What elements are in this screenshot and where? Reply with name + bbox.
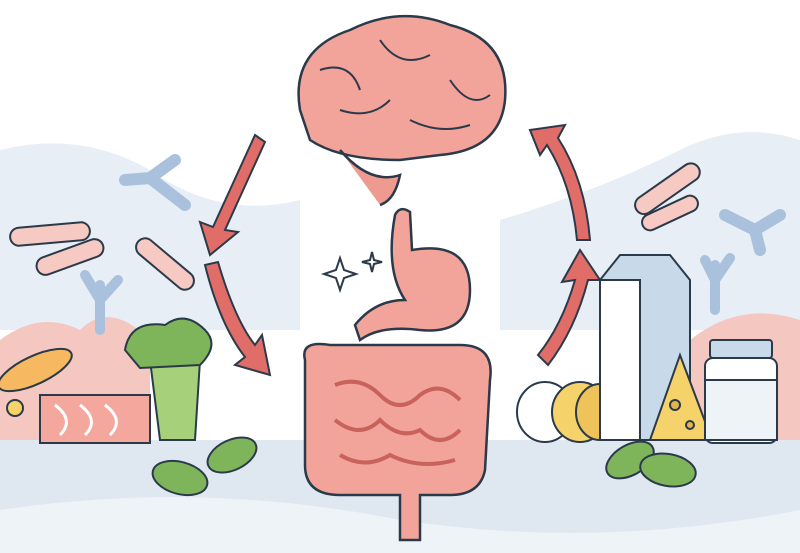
antibody-blue [119, 154, 191, 211]
leaf-icon [639, 452, 697, 488]
arrow-down-left-upper [198, 133, 267, 257]
leaf-icon [206, 436, 258, 474]
bacterium-pink [641, 194, 699, 232]
bacterium-pink [9, 221, 91, 247]
salmon-fillet [39, 394, 151, 444]
yogurt-jar [704, 339, 778, 444]
arrow-up-right-upper [528, 123, 592, 241]
shrimp [0, 347, 73, 393]
sparkles [320, 251, 383, 294]
arrow-up-right-lower [536, 248, 602, 367]
bacterium-pink [35, 238, 105, 276]
left-foods [0, 317, 213, 444]
brain [297, 14, 507, 207]
leaves [151, 436, 697, 497]
bacterium-pink [135, 237, 195, 291]
intestines [303, 342, 492, 542]
sparkle-icon [320, 254, 360, 294]
stomach [353, 207, 472, 343]
leaf-icon [151, 459, 209, 497]
sparkle-icon [361, 251, 383, 273]
cheese-wedge [648, 352, 714, 441]
celery [123, 317, 213, 441]
arrow-down-left-lower [203, 260, 272, 377]
nut [6, 399, 24, 417]
antibody-blue [719, 209, 786, 256]
bacterium-pink [634, 162, 701, 216]
bacteria [9, 154, 786, 335]
antibody-blue [80, 270, 123, 335]
right-foods [516, 254, 778, 444]
antibody-blue [700, 253, 735, 315]
cycle-arrows [198, 123, 602, 377]
